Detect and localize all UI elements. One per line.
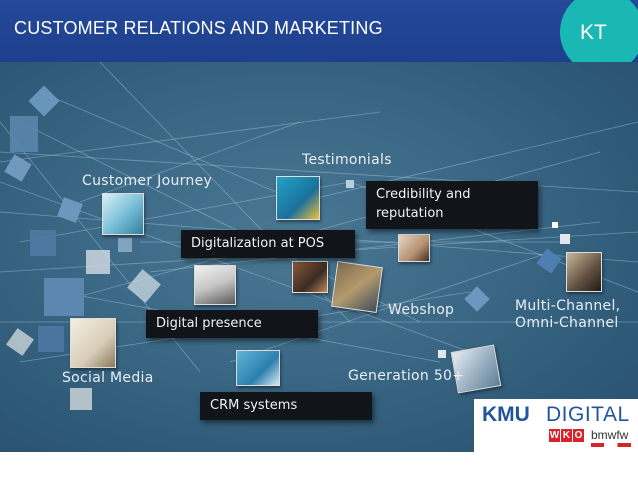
- kmu-digital-logo: KMU DIGITAL W K O bmwfw: [474, 399, 638, 452]
- kt-badge-circle: [560, 0, 638, 74]
- network-diagram: Customer Journey Testimonials Webshop Mu…: [0, 62, 638, 452]
- label-generation-50: Generation 50+: [348, 368, 465, 384]
- credibility-thumbnail: [398, 234, 430, 262]
- label-webshop: Webshop: [388, 302, 455, 318]
- wko-letter-k: K: [561, 429, 572, 442]
- box-credibility-line2: reputation: [376, 206, 444, 221]
- box-crm-systems: CRM systems: [200, 392, 372, 420]
- ministry-flag-bar: [591, 443, 631, 447]
- box-digital-presence: Digital presence: [146, 310, 318, 338]
- wko-letter-o: O: [573, 429, 584, 442]
- logo-digital-text: DIGITAL: [546, 403, 630, 426]
- wko-letter-w: W: [549, 429, 560, 442]
- label-testimonials: Testimonials: [302, 152, 392, 168]
- pos-thumbnail: [194, 265, 236, 305]
- testimonials-thumbnail: [276, 176, 320, 220]
- box-crm-systems-text: CRM systems: [210, 398, 298, 413]
- social-media-thumbnail: [70, 318, 116, 368]
- box-credibility-line1: Credibility and: [376, 187, 471, 202]
- multi-channel-thumbnail: [566, 252, 602, 292]
- label-multi-channel-1: Multi-Channel,: [515, 298, 621, 314]
- label-multi-channel-2: Omni-Channel: [515, 315, 619, 331]
- laptop-thumbnail: [292, 261, 328, 293]
- cube-shapes: [4, 85, 570, 410]
- crm-thumbnail: [236, 350, 280, 386]
- slide-header: CUSTOMER RELATIONS AND MARKETING KT: [0, 0, 638, 74]
- label-customer-journey: Customer Journey: [82, 173, 213, 189]
- webshop-thumbnail: [331, 261, 383, 313]
- box-digitalization-pos-text: Digitalization at POS: [191, 236, 325, 251]
- box-digitalization-pos: Digitalization at POS: [181, 230, 355, 258]
- label-social-media: Social Media: [62, 370, 154, 386]
- logo-kmu-text: KMU: [482, 403, 530, 426]
- ministry-logo-text: bmwfw: [591, 428, 629, 442]
- box-credibility-reputation: Credibility and reputation: [366, 181, 538, 229]
- slide-title: CUSTOMER RELATIONS AND MARKETING: [14, 18, 383, 38]
- box-digital-presence-text: Digital presence: [156, 316, 262, 331]
- wko-logo: W K O: [549, 429, 584, 442]
- kt-badge-text: KT: [580, 21, 607, 44]
- customer-journey-thumbnail: [102, 193, 144, 235]
